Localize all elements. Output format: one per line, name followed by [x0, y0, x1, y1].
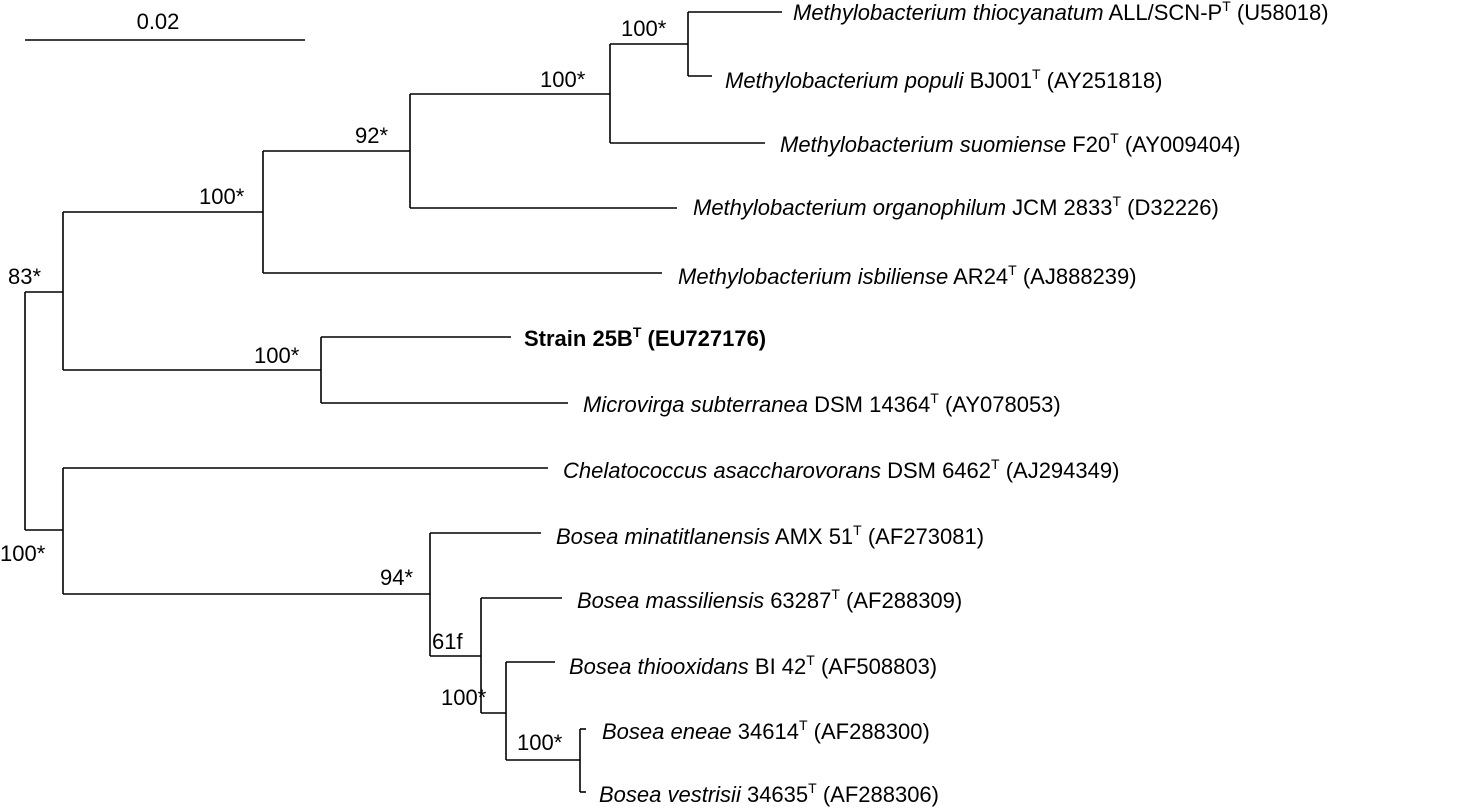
taxon-label: Methylobacterium isbiliense AR24T (AJ888…: [678, 262, 1137, 289]
taxon-label: Methylobacterium suomiense F20T (AY00940…: [780, 130, 1241, 157]
taxon-label: Methylobacterium organophilum JCM 2833T …: [693, 193, 1219, 220]
bootstrap-label: 83*: [8, 264, 41, 289]
bootstrap-label: 100*: [254, 343, 300, 368]
bootstrap-label: 94*: [380, 565, 413, 590]
bootstrap-label: 100*: [0, 541, 46, 566]
taxon-label-highlighted: Strain 25BT (EU727176): [524, 324, 766, 351]
taxon-label: Bosea vestrisii 34635T (AF288306): [599, 780, 939, 807]
bootstrap-values: 100* 100* 92* 100* 83* 100* 100* 94* 61f…: [0, 16, 667, 755]
bootstrap-label: 100*: [517, 730, 563, 755]
scale-bar-label: 0.02: [137, 9, 180, 34]
bootstrap-label: 100*: [199, 184, 245, 209]
taxon-label: Bosea minatitlanensis AMX 51T (AF273081): [556, 522, 984, 549]
taxon-label: Chelatococcus asaccharovorans DSM 6462T …: [563, 456, 1119, 483]
taxon-labels: Methylobacterium thiocyanatum ALL/SCN-PT…: [524, 0, 1329, 807]
taxon-label: Bosea eneae 34614T (AF288300): [602, 717, 930, 744]
taxon-label: Bosea massiliensis 63287T (AF288309): [577, 586, 962, 613]
taxon-label: Bosea thiooxidans BI 42T (AF508803): [569, 652, 937, 679]
bootstrap-label: 100*: [621, 16, 667, 41]
taxon-label: Microvirga subterranea DSM 14364T (AY078…: [583, 390, 1061, 417]
taxon-label: Methylobacterium populi BJ001T (AY251818…: [725, 66, 1162, 93]
taxon-label: Methylobacterium thiocyanatum ALL/SCN-PT…: [793, 0, 1329, 25]
scale-bar: 0.02: [25, 9, 305, 41]
bootstrap-label: 92*: [355, 123, 388, 148]
bootstrap-label: 100*: [540, 67, 586, 92]
bootstrap-label: 61f: [432, 629, 463, 654]
tree-branches: [24, 11, 782, 793]
bootstrap-label: 100*: [441, 685, 487, 710]
